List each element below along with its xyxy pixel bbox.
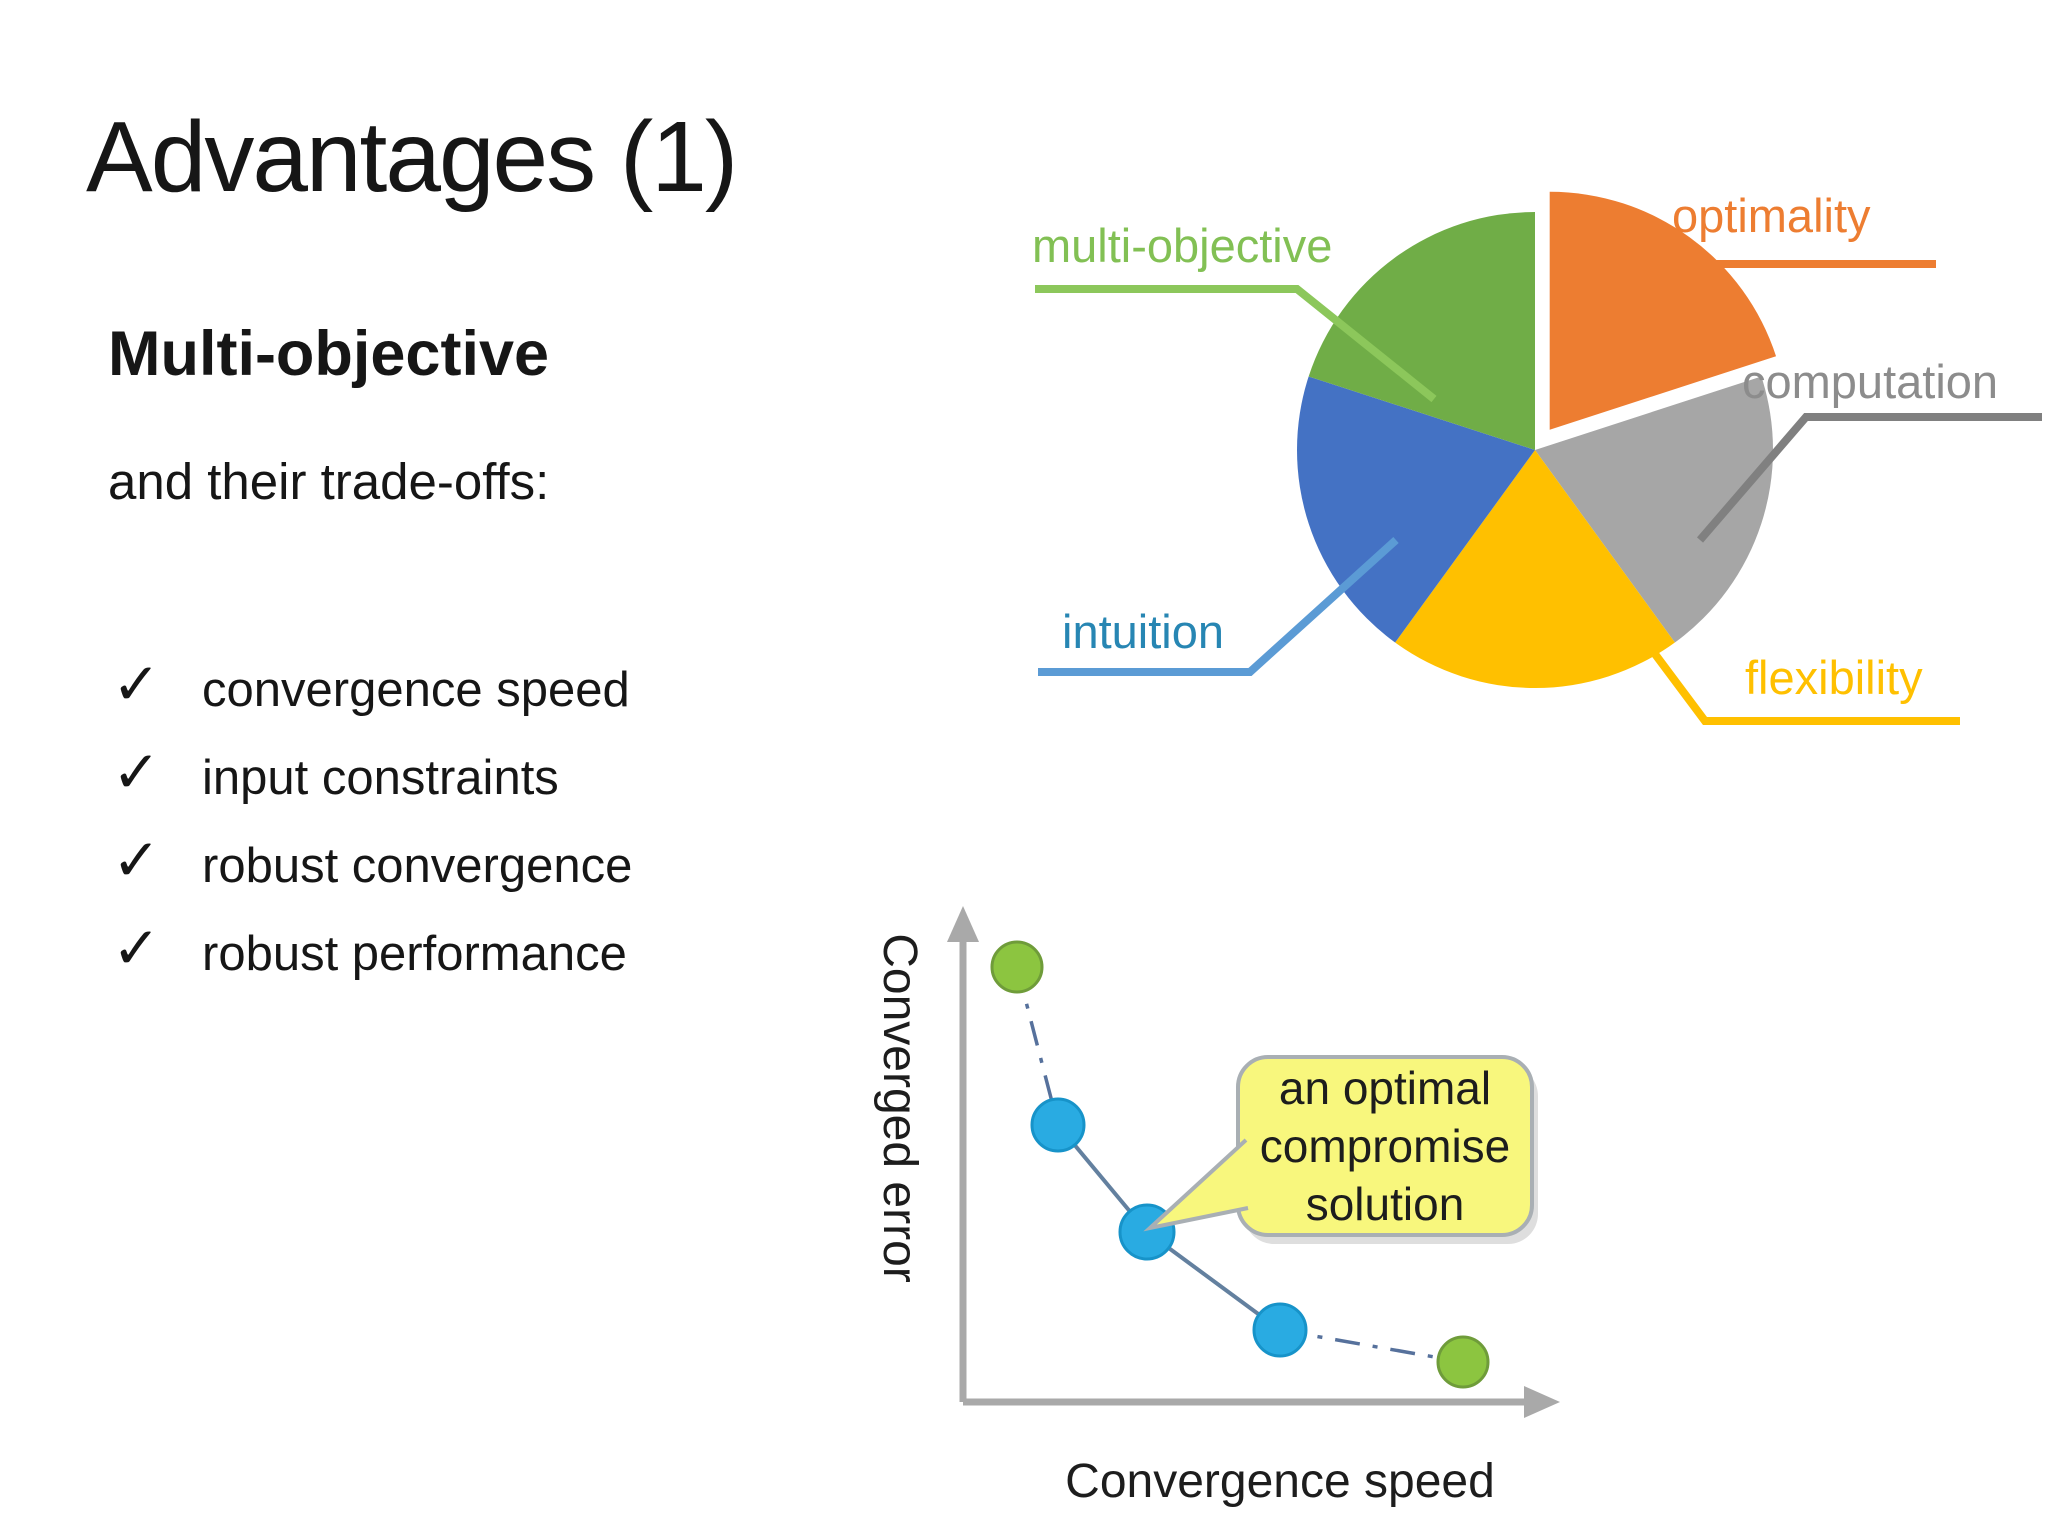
callout-line: solution	[1305, 1178, 1465, 1230]
pie-slice-computation	[1535, 376, 1773, 643]
callout-tail-outline	[1143, 1138, 1249, 1232]
callout-line: compromise	[1259, 1120, 1511, 1172]
x-axis-label: Convergence speed	[1065, 1455, 1495, 1508]
scatter-point-3	[1252, 1302, 1308, 1358]
section-heading: Multi-objective	[108, 319, 550, 389]
pie-label-optimality: optimality	[1672, 189, 1871, 242]
callout-optimal-compromise: an optimal compromise solution	[1238, 1057, 1532, 1235]
checkmark-icon: ✓	[112, 652, 161, 717]
checkmark-icon: ✓	[112, 828, 161, 893]
scatter-point-0	[990, 940, 1044, 994]
pie-label-multi-objective: multi-objective	[1032, 219, 1332, 272]
pie-label-intuition: intuition	[1062, 605, 1224, 658]
pie-label-computation: computation	[1742, 355, 1998, 408]
pie-label-flexibility: flexibility	[1745, 651, 1923, 704]
lead-in-text: and their trade-offs:	[108, 453, 550, 510]
pie-slice-multi-objective	[1308, 212, 1535, 450]
pareto-front-segment	[1279, 1328, 1464, 1364]
pie-leader-line-multi-objective	[1035, 285, 1437, 403]
pie-slice-flexibility	[1395, 450, 1675, 689]
pie-leader-line-intuition	[1038, 537, 1399, 676]
callout-line: an optimal	[1278, 1062, 1492, 1114]
scatter-point-1	[1030, 1097, 1086, 1153]
checklist-item: ✓ robust performance	[112, 910, 632, 998]
checklist-item-label: robust convergence	[202, 839, 633, 893]
x-axis-arrow-icon	[1524, 1386, 1560, 1418]
checklist-item-label: input constraints	[202, 751, 559, 805]
pie-chart: optimality computation flexibility intuitio…	[1032, 189, 2042, 725]
pie-slice-optimality	[1549, 191, 1777, 430]
checkmark-icon: ✓	[112, 740, 161, 805]
checklist-item: ✓ convergence speed	[112, 646, 632, 734]
checklist-item: ✓ robust convergence	[112, 822, 632, 910]
page-title: Advantages (1)	[86, 101, 738, 213]
checklist: ✓ convergence speed ✓ input constraints …	[112, 646, 632, 998]
pie-leader-line-computation	[1696, 413, 2042, 543]
pie-leader-line-flexibility	[1648, 647, 1960, 725]
y-axis-arrow-icon	[947, 906, 979, 942]
checklist-item-label: convergence speed	[202, 663, 630, 717]
checkmark-icon: ✓	[112, 916, 161, 981]
scatter-point-4	[1436, 1335, 1490, 1389]
checklist-item-label: robust performance	[202, 927, 627, 981]
tradeoff-scatter-chart	[947, 906, 1560, 1418]
y-axis-label: Converged error	[873, 933, 926, 1283]
checklist-item: ✓ input constraints	[112, 734, 632, 822]
